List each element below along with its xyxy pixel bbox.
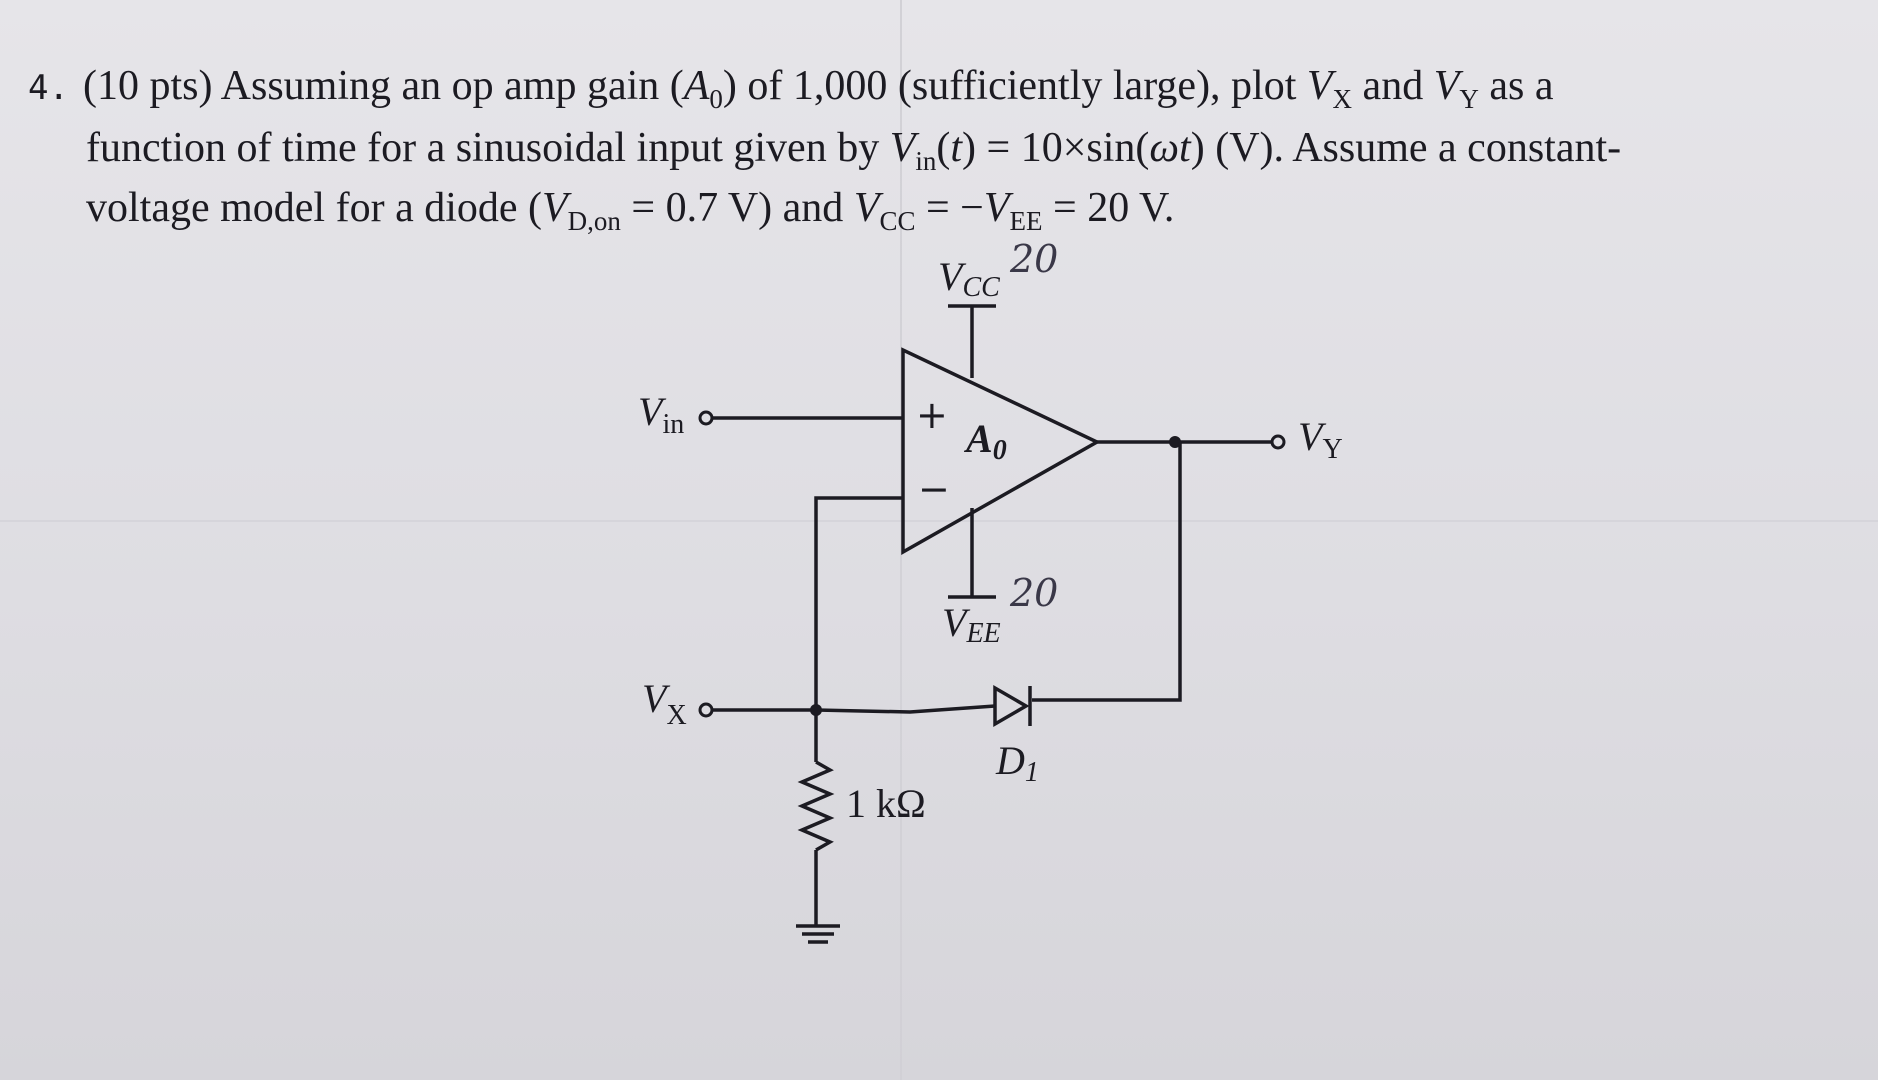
- vcc-label-symbol: V: [938, 254, 967, 299]
- opamp-gain-label: A0: [963, 416, 1007, 466]
- vd-subscript: D,on: [567, 206, 621, 236]
- vx-label: VX: [642, 676, 687, 731]
- text-segment: ) of 1,000 (sufficiently large), plot: [722, 63, 1307, 109]
- text-segment: = 0.7 V) and: [620, 185, 854, 231]
- diode-label-symbol: D: [995, 738, 1025, 783]
- text-segment: and: [1352, 63, 1434, 109]
- vy-subscript: Y: [1459, 84, 1479, 114]
- opamp-gain-symbol: A: [963, 416, 993, 461]
- text-segment: function of time for a sinusoidal input …: [86, 125, 890, 171]
- vee-label-subscript: EE: [965, 618, 1000, 649]
- vx-label-subscript: X: [666, 700, 686, 731]
- diode-cathode-wire: [1032, 442, 1182, 702]
- resistor-zigzag: [797, 760, 835, 852]
- vy-label-subscript: Y: [1322, 434, 1342, 465]
- paper-fold-vertical: [900, 0, 902, 1080]
- vy-label: VY: [1298, 414, 1343, 465]
- opamp-plus-sign: +: [916, 393, 948, 437]
- vin-subscript: in: [915, 146, 937, 176]
- omega-t-symbol: ωt: [1149, 125, 1191, 171]
- vx-subscript: X: [1332, 84, 1353, 114]
- text-segment: ) = 10×sin(: [962, 125, 1150, 171]
- vin-label: Vin: [638, 389, 684, 440]
- vin-symbol: V: [889, 125, 916, 171]
- text-segment: Assuming an op amp gain (: [220, 63, 684, 109]
- gain-subscript: 0: [709, 84, 723, 114]
- text-segment: voltage model for a diode (: [86, 185, 543, 231]
- vin-label-subscript: in: [662, 409, 684, 440]
- handwritten-vee-note: 20: [1009, 571, 1058, 615]
- opamp-minus-sign: −: [918, 467, 950, 511]
- text-segment: = −: [915, 185, 984, 231]
- vcc-label: VCC: [938, 254, 1000, 303]
- diode-label-subscript: 1: [1025, 757, 1039, 788]
- vee-symbol: V: [983, 185, 1010, 231]
- problem-line-2: function of time for a sinusoidal input …: [28, 118, 1808, 178]
- output-junction-dot: [1169, 436, 1181, 448]
- vcc-subscript: CC: [879, 206, 916, 236]
- diode-label: D1: [995, 738, 1039, 788]
- problem-line-3: voltage model for a diode (VD,on = 0.7 V…: [28, 178, 1808, 238]
- vy-label-symbol: V: [1298, 414, 1327, 459]
- text-segment: = 20 V.: [1042, 185, 1175, 231]
- problem-statement: 4.(10 pts) Assuming an op amp gain (A0) …: [28, 56, 1808, 238]
- vin-terminal: [698, 410, 714, 426]
- vd-symbol: V: [542, 185, 568, 231]
- text-segment: as a: [1478, 63, 1554, 109]
- opamp-gain-subscript: 0: [993, 435, 1007, 466]
- vy-symbol: V: [1433, 63, 1460, 109]
- diode-symbol: [993, 684, 1030, 728]
- vee-label: VEE: [942, 600, 1001, 649]
- vy-terminal: [1270, 434, 1286, 450]
- vcc-label-subscript: CC: [962, 272, 1000, 303]
- problem-line-1: 4. (10 pts) Assuming an op amp gain (A0) …: [28, 56, 1808, 118]
- vx-label-symbol: V: [642, 676, 671, 721]
- opamp-triangle: [901, 347, 1101, 556]
- vee-label-symbol: V: [942, 600, 971, 645]
- inverting-input-wire: [814, 496, 903, 710]
- resistor-value-label: 1 kΩ: [846, 781, 926, 826]
- handwritten-vcc-note: 20: [1009, 237, 1058, 281]
- vee-subscript: EE: [1009, 206, 1043, 236]
- vx-symbol: V: [1306, 63, 1333, 109]
- vx-terminal: [698, 702, 714, 718]
- problem-number: 4.: [28, 68, 69, 108]
- points-label: (10 pts): [82, 63, 213, 109]
- text-segment: (: [936, 125, 951, 171]
- vx-node-wire: [712, 704, 996, 714]
- gain-symbol: A: [683, 63, 710, 109]
- vcc-symbol: V: [853, 185, 880, 231]
- time-symbol: t: [950, 125, 963, 171]
- text-segment: ) (V). Assume a constant-: [1190, 125, 1622, 171]
- paper-fold-horizontal: [0, 520, 1878, 522]
- vin-label-symbol: V: [638, 389, 667, 434]
